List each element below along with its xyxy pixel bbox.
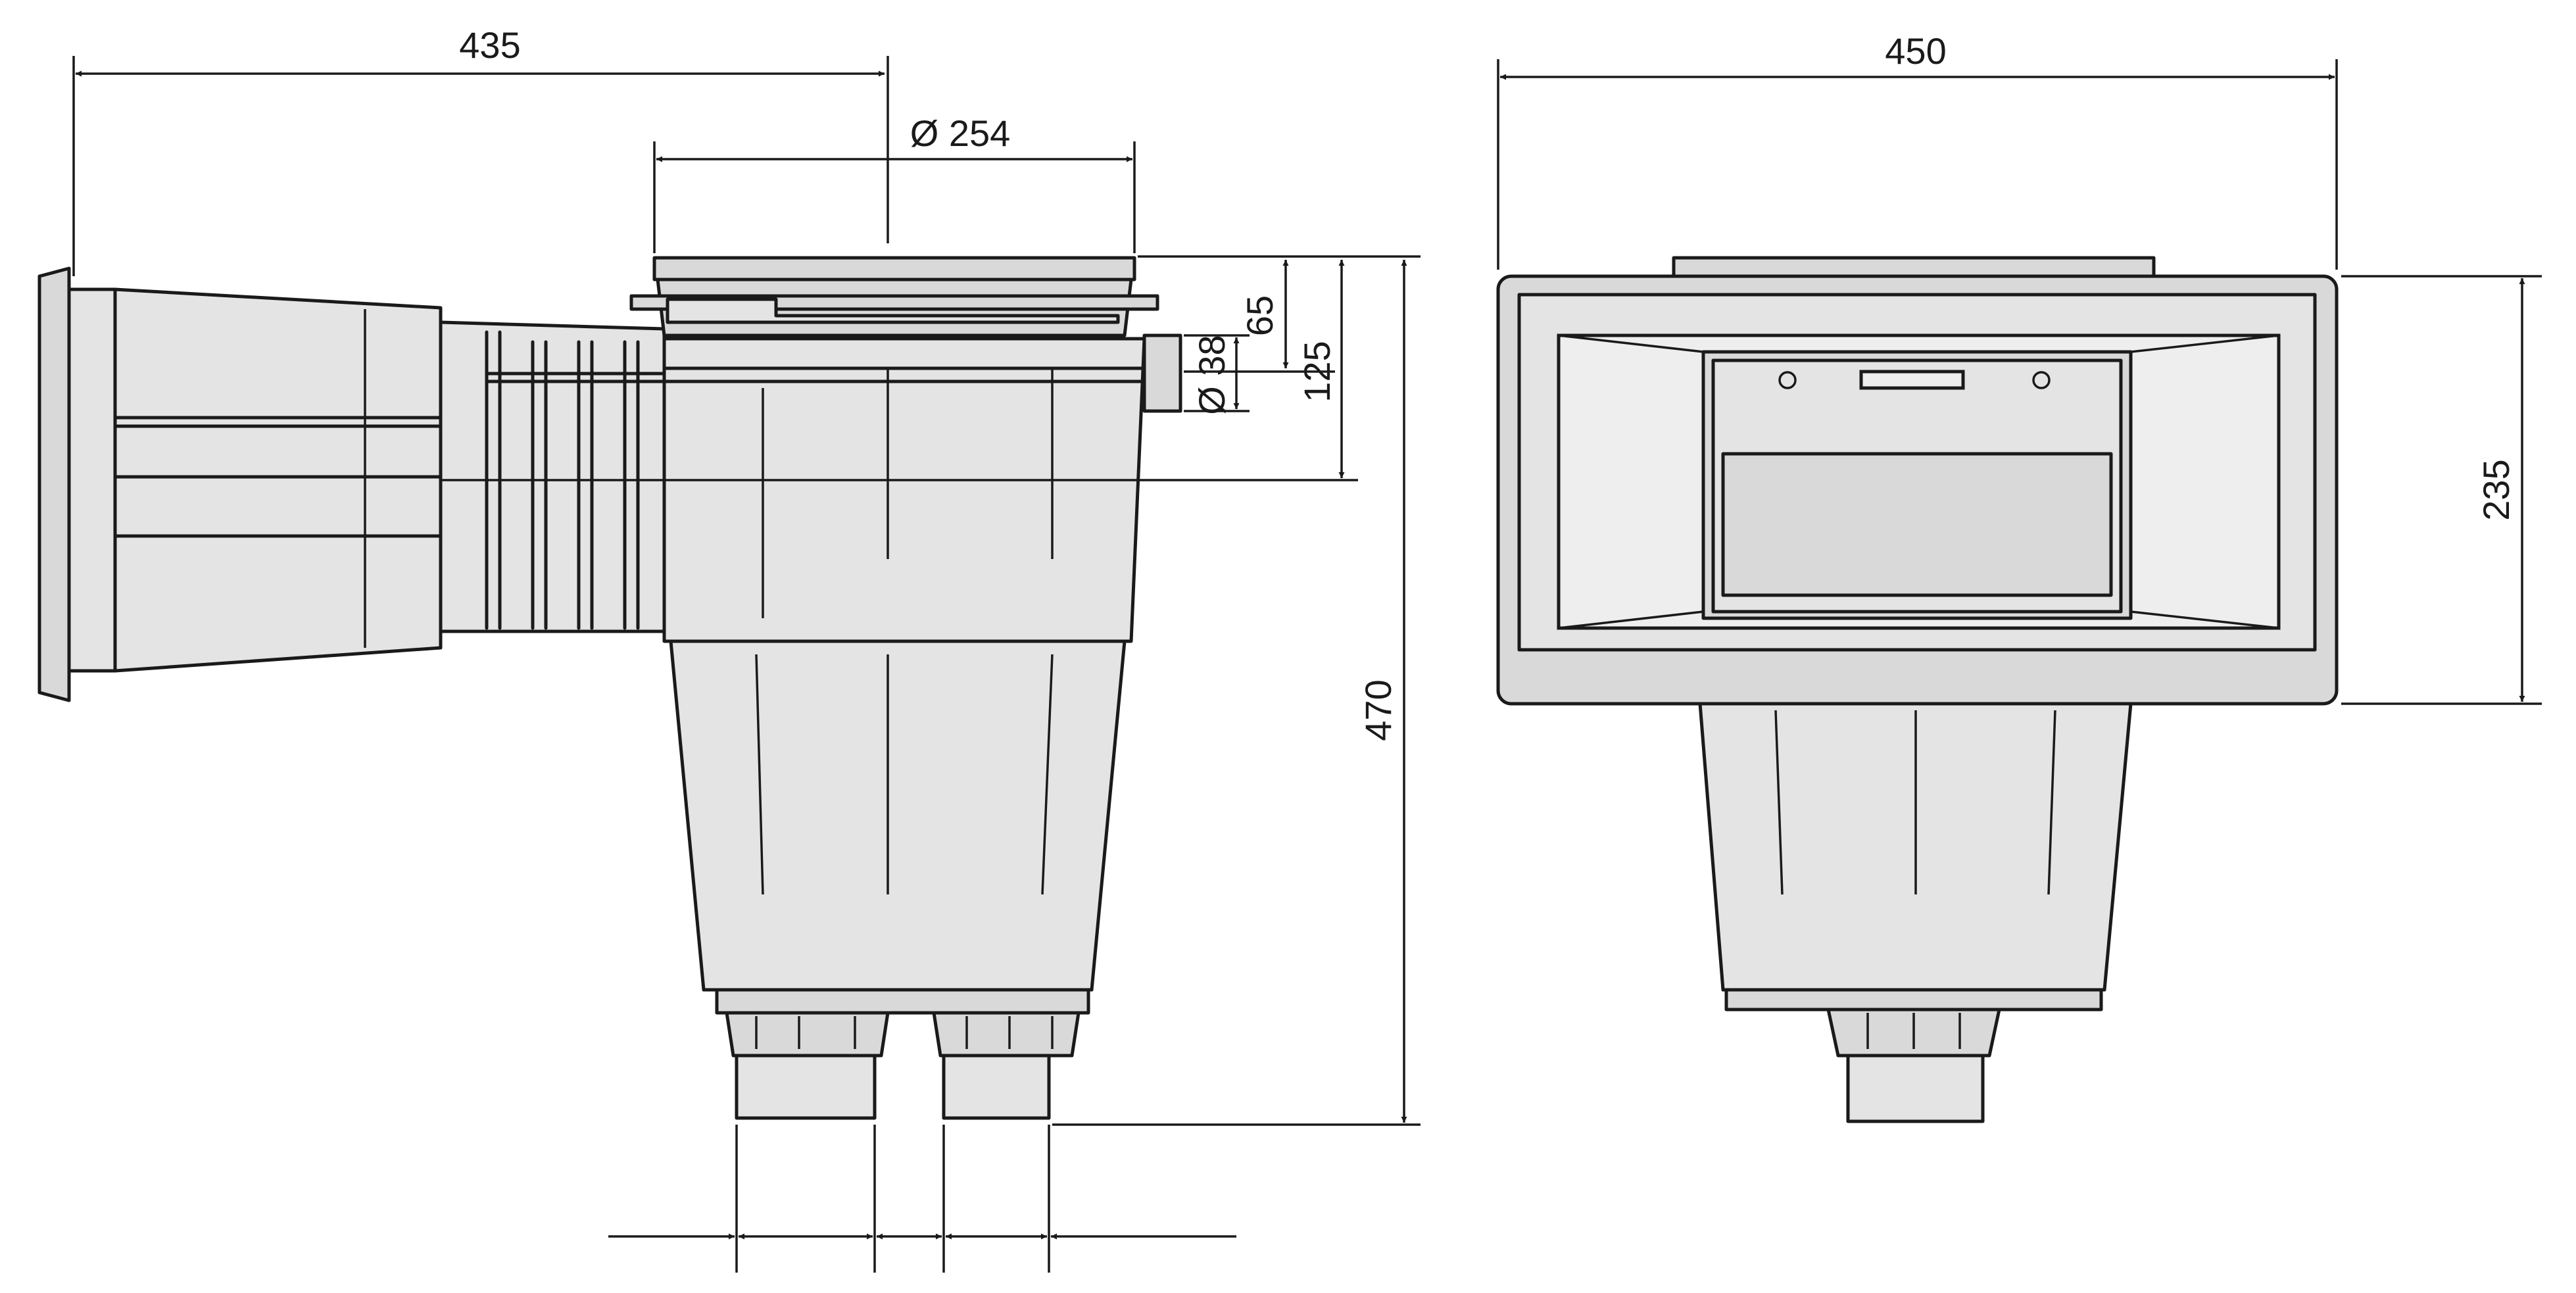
dim-label-overall-depth: 435 [459,24,520,66]
side-lid [629,256,1159,337]
front-weir-flap [1701,350,2133,620]
dim-label-mouth-diameter: Ø 254 [910,112,1011,154]
dim-pipe-diameter: Ø 38 [1184,334,1250,415]
front-dimensions: 450 235 [1497,30,2542,705]
dim-outlet-spacing [608,1125,1236,1273]
dim-label-overall-height: 470 [1357,679,1399,741]
front-top-cap [1672,256,2156,278]
dim-front-width: 450 [1497,30,2338,270]
dim-label-front-width: 450 [1885,30,1946,72]
dim-overall-depth: 435 [72,24,889,276]
side-view [37,256,1182,1120]
front-body-lower [1698,702,2133,1012]
dim-overall-height: 470 [1052,260,1421,1126]
front-outlet [1826,1008,2001,1123]
side-collar [439,320,666,633]
dim-top-to-pipe: 65 [1184,260,1335,373]
dim-label-pipe-diameter: Ø 38 [1191,335,1232,414]
side-mouth-throat [113,287,443,673]
side-dimensions: 435 Ø 254 65 Ø 38 125 [72,24,1421,1273]
front-view [1496,256,2339,1123]
dim-label-front-height: 235 [2475,459,2517,520]
dim-label-top-to-pipe: 65 [1239,295,1280,336]
side-body-lower [669,639,1127,1015]
side-front-flange [37,266,117,702]
dim-front-height: 235 [2341,275,2542,705]
side-outlets [725,1011,1081,1120]
dim-mouth-diameter: Ø 254 [653,112,1136,253]
dim-label-top-to-waterline: 125 [1296,341,1338,402]
side-body-upper [662,333,1182,643]
dim-top-to-waterline: 125 [441,260,1358,481]
